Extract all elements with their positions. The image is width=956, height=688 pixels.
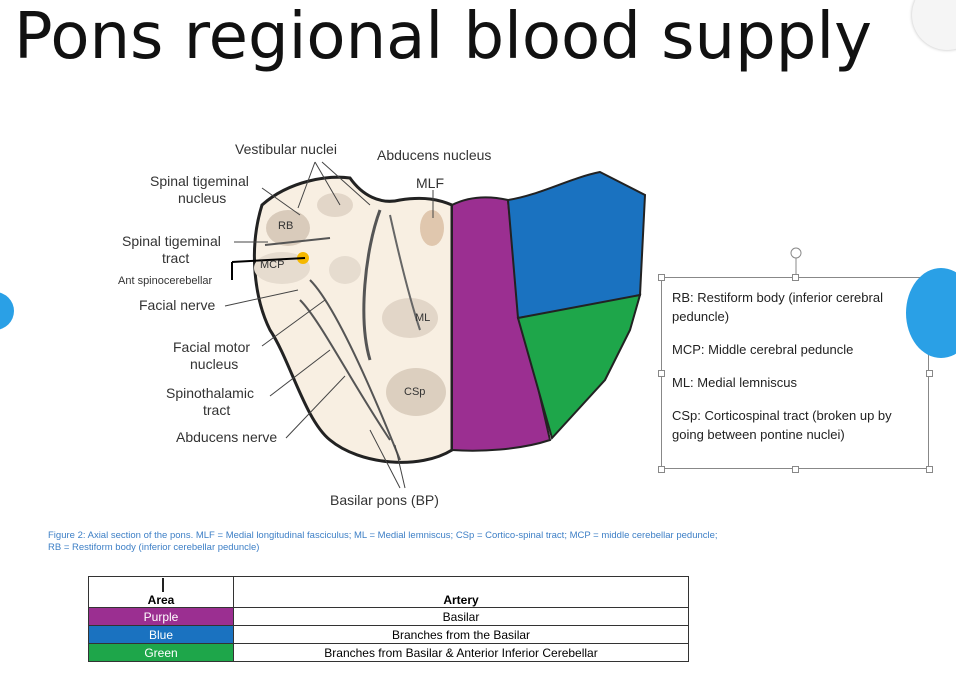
leader-lines xyxy=(224,161,434,489)
legend-textbox[interactable]: RB: Restiform body (inferior cerebral pe… xyxy=(661,277,929,469)
tract-line-3 xyxy=(309,279,401,461)
label-spinothalamic-2: tract xyxy=(203,402,230,418)
resize-handle[interactable] xyxy=(658,370,665,377)
resize-handle[interactable] xyxy=(658,274,665,281)
label-spinal-trig-tract-2: tract xyxy=(162,250,189,266)
facial-motor-region xyxy=(329,256,361,284)
rotate-handle-icon xyxy=(790,247,802,259)
label-abducens-nucleus: Abducens nucleus xyxy=(377,147,491,163)
legend-rb: RB: Restiform body (inferior cerebral pe… xyxy=(672,290,883,324)
label-vestibular: Vestibular nuclei xyxy=(235,141,337,157)
table-cell-artery: Branches from Basilar & Anterior Inferio… xyxy=(233,643,689,662)
table-cell-area: Blue xyxy=(88,625,234,644)
table-header-row: Area Artery xyxy=(88,576,689,608)
table-cell-area: Green xyxy=(88,643,234,662)
label-csp: CSp xyxy=(404,386,425,398)
label-spinal-trig-nucleus-1: Spinal tigeminal xyxy=(150,173,249,189)
resize-handle[interactable] xyxy=(658,466,665,473)
label-spinothalamic-1: Spinothalamic xyxy=(166,385,254,401)
territory-blue xyxy=(506,170,647,320)
tract-line-2 xyxy=(299,299,391,441)
label-facial-nerve: Facial nerve xyxy=(139,297,215,313)
resize-handle[interactable] xyxy=(792,274,799,281)
label-abducens-nerve: Abducens nerve xyxy=(176,429,277,445)
resize-handle[interactable] xyxy=(926,370,933,377)
tract-line-1 xyxy=(362,209,382,361)
legend-csp: CSp: Corticospinal tract (broken up by g… xyxy=(672,408,892,442)
label-facial-motor-1: Facial motor xyxy=(173,339,250,355)
vestibular-region xyxy=(317,193,353,217)
table-row: Green Branches from Basilar & Anterior I… xyxy=(88,643,689,662)
legend-ml: ML: Medial lemniscus xyxy=(672,375,797,390)
territory-purple xyxy=(451,196,552,452)
table-header-artery: Artery xyxy=(233,576,689,608)
slide-title: Pons regional blood supply xyxy=(14,0,872,74)
artery-table: Area Artery Purple Basilar Blue Branches… xyxy=(88,576,689,662)
territory-green xyxy=(516,293,642,440)
rb-region xyxy=(266,210,310,246)
label-facial-motor-2: nucleus xyxy=(190,356,238,372)
table-cell-area: Purple xyxy=(88,607,234,626)
table-cell-artery: Basilar xyxy=(233,607,689,626)
table-header-area: Area xyxy=(88,576,234,608)
figure-caption: Figure 2: Axial section of the pons. MLF… xyxy=(48,530,848,554)
next-slide-button[interactable] xyxy=(906,268,956,358)
caption-line-1: Figure 2: Axial section of the pons. MLF… xyxy=(48,530,718,541)
label-spinal-trig-tract-1: Spinal tigeminal xyxy=(122,233,221,249)
prev-slide-button[interactable] xyxy=(0,292,14,330)
label-mcp: MCP xyxy=(260,259,284,271)
label-mlf: MLF xyxy=(416,175,444,191)
label-ml: ML xyxy=(415,312,430,324)
text-cursor xyxy=(162,578,164,592)
label-spinal-trig-nucleus-2: nucleus xyxy=(178,190,226,206)
caption-line-2: RB = Restiform body (inferior cerebellar… xyxy=(48,542,260,553)
label-ant-spinocerebellar: Ant spinocerebellar xyxy=(118,275,213,287)
legend-mcp: MCP: Middle cerebral peduncle xyxy=(672,342,854,357)
ml-region xyxy=(382,298,438,338)
table-row: Purple Basilar xyxy=(88,607,689,626)
table-cell-artery: Branches from the Basilar xyxy=(233,625,689,644)
csp-region xyxy=(386,368,446,416)
label-rb: RB xyxy=(278,220,293,232)
resize-handle[interactable] xyxy=(926,466,933,473)
abducens-region xyxy=(420,210,444,246)
table-row: Blue Branches from the Basilar xyxy=(88,625,689,644)
tract-line-5 xyxy=(389,214,421,331)
tract-line-4 xyxy=(264,237,331,246)
resize-handle[interactable] xyxy=(792,466,799,473)
label-basilar-pons: Basilar pons (BP) xyxy=(330,492,439,508)
